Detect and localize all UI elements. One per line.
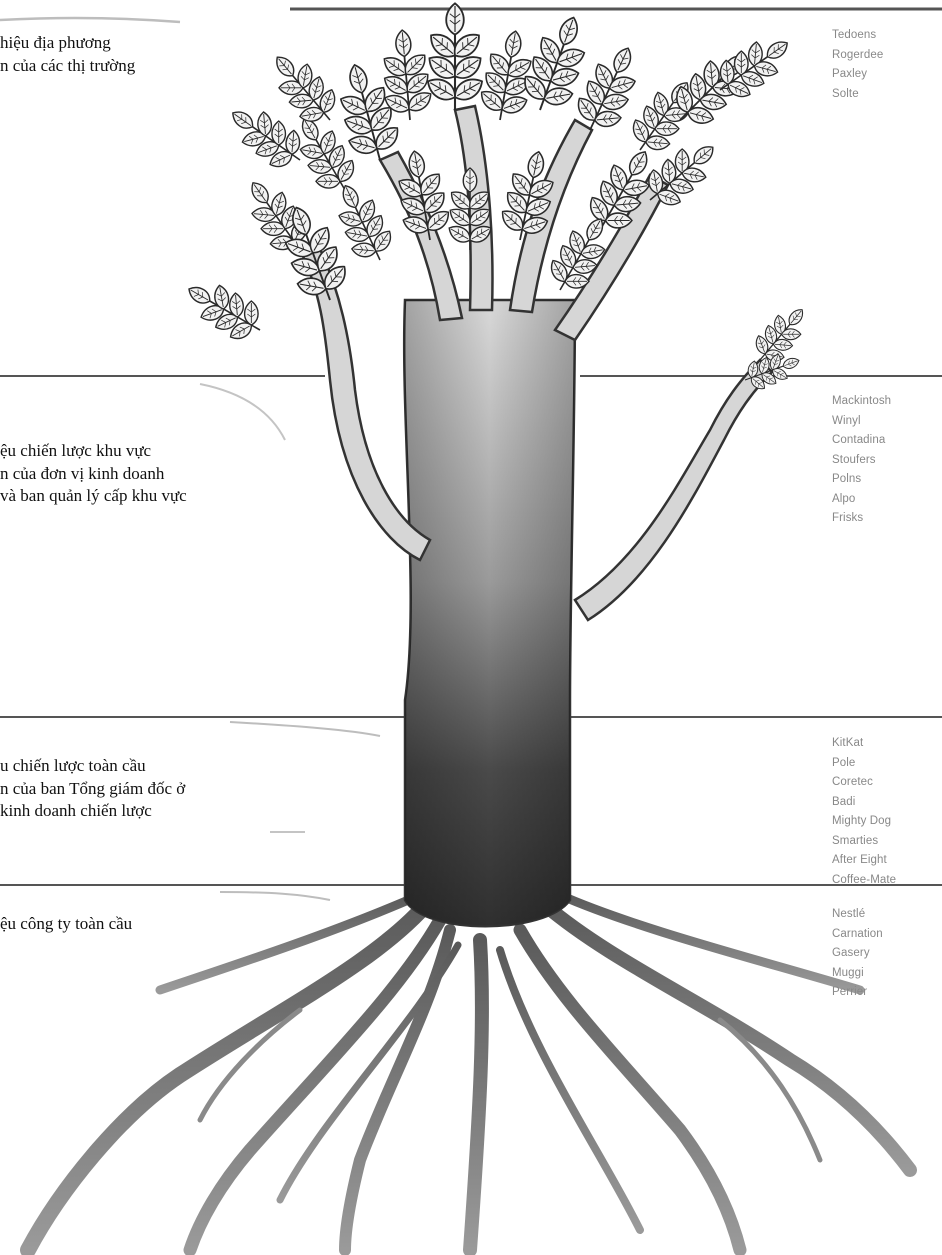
brand-name: Rogerdee xyxy=(832,46,883,66)
tier-global-strategic-description: u chiến lược toàn cầu n của ban Tổng giá… xyxy=(0,755,185,823)
tier-local-description: hiệu địa phương n của các thị trường xyxy=(0,32,135,77)
brand-name: Stoufers xyxy=(832,451,891,471)
brand-name: Winyl xyxy=(832,412,891,432)
tier-local-brands: Tedoens Rogerdee Paxley Solte xyxy=(832,26,883,104)
description-line: ệu công ty toàn cầu xyxy=(0,913,132,936)
description-line: hiệu địa phương xyxy=(0,32,135,55)
brand-name: Nestlé xyxy=(832,905,883,925)
brand-name: Coffee-Mate xyxy=(832,871,896,891)
brand-name: Contadina xyxy=(832,431,891,451)
description-line: n của đơn vị kinh doanh xyxy=(0,463,187,486)
brand-name: After Eight xyxy=(832,851,896,871)
tier-global-corporate-brands: Nestlé Carnation Gasery Muggi Perrier xyxy=(832,905,883,1003)
brand-name: Muggi xyxy=(832,964,883,984)
brand-name: Mackintosh xyxy=(832,392,891,412)
description-line: kinh doanh chiến lược xyxy=(0,800,185,823)
brand-name: Coretec xyxy=(832,773,896,793)
tier-regional-description: ệu chiến lược khu vực n của đơn vị kinh … xyxy=(0,440,187,508)
description-line: ệu chiến lược khu vực xyxy=(0,440,187,463)
brand-name: Paxley xyxy=(832,65,883,85)
tier-regional-brands: Mackintosh Winyl Contadina Stoufers Poln… xyxy=(832,392,891,529)
tree-trunk xyxy=(404,300,575,926)
brand-name: Polns xyxy=(832,470,891,490)
description-line: u chiến lược toàn cầu xyxy=(0,755,185,778)
brand-name: Solte xyxy=(832,85,883,105)
brand-name: Gasery xyxy=(832,944,883,964)
tier-global-corporate-description: ệu công ty toàn cầu xyxy=(0,913,132,936)
brand-name: Mighty Dog xyxy=(832,812,896,832)
brand-name: Frisks xyxy=(832,509,891,529)
brand-name: Smarties xyxy=(832,832,896,852)
brand-name: Carnation xyxy=(832,925,883,945)
brand-name: Perrier xyxy=(832,983,883,1003)
description-line: n của ban Tổng giám đốc ở xyxy=(0,778,185,801)
description-line: và ban quản lý cấp khu vực xyxy=(0,485,187,508)
tier-global-strategic-brands: KitKat Pole Coretec Badi Mighty Dog Smar… xyxy=(832,734,896,890)
brand-name: Tedoens xyxy=(832,26,883,46)
brand-name: Pole xyxy=(832,754,896,774)
tree-roots xyxy=(28,895,910,1250)
description-line: n của các thị trường xyxy=(0,55,135,78)
brand-name: Badi xyxy=(832,793,896,813)
brand-name: KitKat xyxy=(832,734,896,754)
brand-name: Alpo xyxy=(832,490,891,510)
